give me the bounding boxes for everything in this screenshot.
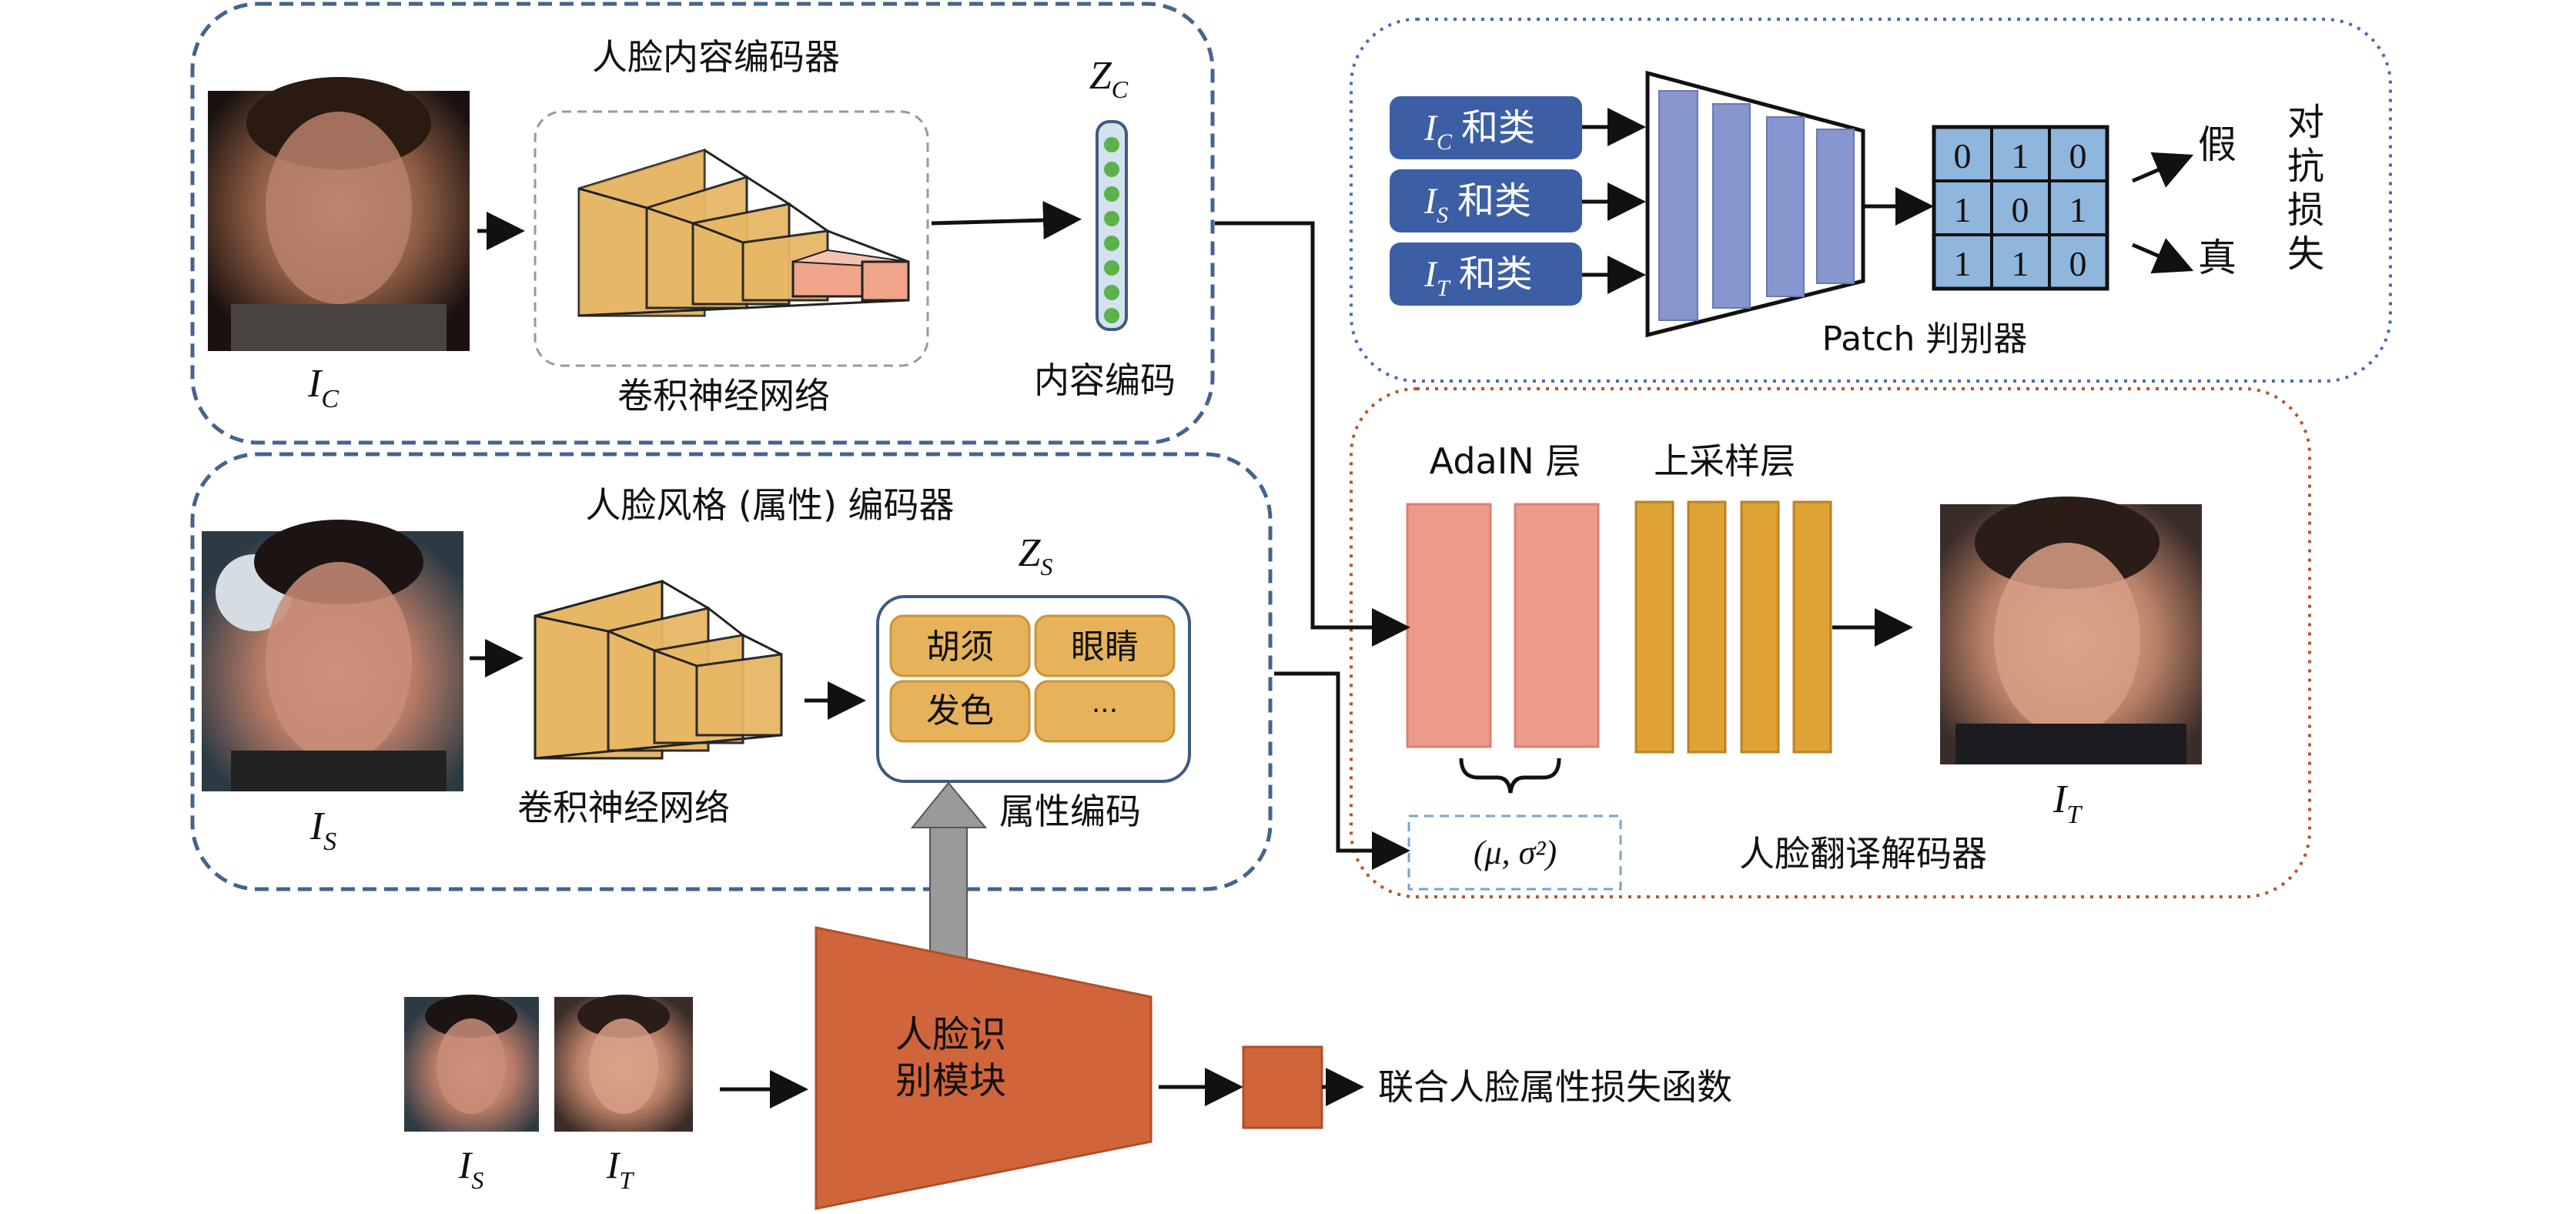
svg-text:眼睛: 眼睛 (1071, 627, 1139, 667)
upsample-layer (1687, 500, 1727, 754)
style-encoder-group: 人脸风格 (属性) 编码器 IS 卷积神经网络 ZS (190, 452, 1273, 971)
fake-arrow (2132, 152, 2194, 188)
adversarial-loss-label: 对 抗 损 失 (2287, 101, 2324, 276)
style-encoder-title: 人脸风格 (属性) 编码器 (585, 484, 954, 526)
content-face-image (208, 77, 470, 351)
upsample-label: 上采样层 (1654, 440, 1795, 482)
recog-input-face-s (404, 995, 539, 1132)
params-box (1407, 814, 1622, 891)
upsample-layer (1792, 500, 1832, 754)
svg-text:1: 1 (2012, 136, 2029, 176)
recog-input-face-t (554, 995, 693, 1132)
content-arrow-2 (931, 201, 1082, 240)
style-image-label: IS (309, 804, 336, 856)
content-to-adain-connector (1215, 221, 1410, 647)
svg-text:1: 1 (2069, 190, 2087, 229)
output-face-image (1940, 497, 2202, 764)
decoder-box (1350, 387, 2311, 898)
gray-up-arrow (910, 781, 988, 971)
decoder-title: 人脸翻译解码器 (1739, 833, 1987, 875)
svg-text:发色: 发色 (926, 691, 994, 731)
svg-text:胡须: 胡须 (926, 627, 994, 667)
content-cnn-container (534, 110, 929, 367)
style-cnn-layers (534, 580, 783, 760)
decoder-group: AdaIN 层 上采样层 IT (μ, σ²) 人脸翻译解码器 (1350, 387, 2311, 898)
discriminator-box (1350, 18, 2392, 383)
fake-label: 假 (2198, 122, 2236, 167)
params-brace (1459, 757, 1561, 794)
style-encoder-box (190, 452, 1273, 891)
content-encoder-group: 人脸内容编码器 IC (190, 2, 1215, 445)
real-label: 真 (2198, 236, 2236, 280)
discriminator-label: Patch 判别器 (1822, 319, 2028, 359)
style-face-image (202, 520, 463, 791)
content-encoder-title: 人脸内容编码器 (592, 36, 840, 78)
content-code-symbol: ZC (1089, 54, 1129, 103)
svg-text:1: 1 (2012, 244, 2029, 283)
recog-input-label-s: IS (458, 1143, 484, 1194)
adain-label: AdaIN 层 (1430, 440, 1581, 482)
style-to-params-connector (1274, 671, 1410, 870)
recognition-label-line2: 别模块 (895, 1059, 1006, 1102)
svg-text:失: 失 (2287, 232, 2324, 276)
attribute-chip: 眼睛 (1034, 614, 1176, 677)
svg-text:1: 1 (1954, 190, 1972, 229)
svg-text:···: ··· (1092, 695, 1118, 727)
svg-text:对: 对 (2287, 101, 2324, 144)
recognition-module (815, 926, 1153, 1210)
content-cnn-label: 卷积神经网络 (617, 375, 830, 416)
svg-text:损: 损 (2287, 189, 2324, 232)
params-label: (μ, σ²) (1474, 834, 1557, 871)
output-image-label: IT (2052, 778, 2083, 829)
svg-text:0: 0 (2012, 190, 2029, 229)
style-code-symbol: ZS (1019, 531, 1053, 580)
recog-input-label-t: IT (606, 1143, 635, 1194)
adain-layer (1514, 503, 1600, 748)
attribute-chip: 胡须 (889, 614, 1031, 677)
svg-text:0: 0 (2069, 136, 2087, 176)
upsample-layer (1634, 500, 1674, 754)
real-arrow (2132, 238, 2194, 274)
content-code-vector (1096, 120, 1128, 331)
content-code-label: 内容编码 (1034, 360, 1176, 401)
svg-text:1: 1 (1954, 244, 1972, 283)
adain-layer (1406, 503, 1492, 748)
patch-grid: 0 1 0 1 0 1 1 1 0 (1932, 125, 2109, 291)
attribute-loss-label: 联合人脸属性损失函数 (1378, 1066, 1732, 1108)
content-cnn-layers (577, 148, 910, 317)
attribute-chip: 发色 (889, 680, 1031, 743)
svg-text:抗: 抗 (2287, 145, 2324, 188)
attribute-chip: ··· (1034, 680, 1176, 743)
discriminator-network (1645, 70, 1865, 338)
style-code-label: 属性编码 (999, 791, 1141, 832)
attribute-loss-box (1242, 1045, 1323, 1129)
upsample-layer (1740, 500, 1780, 754)
recognition-label-line1: 人脸识 (895, 1013, 1006, 1056)
style-cnn-label: 卷积神经网络 (517, 787, 730, 828)
content-image-label: IC (307, 362, 339, 413)
content-encoder-box (190, 2, 1215, 445)
svg-text:0: 0 (1954, 136, 1972, 176)
recognition-group: IS IT 人脸识 别模块 联合人脸属性损失函数 (404, 926, 1732, 1210)
svg-text:0: 0 (2069, 244, 2087, 283)
